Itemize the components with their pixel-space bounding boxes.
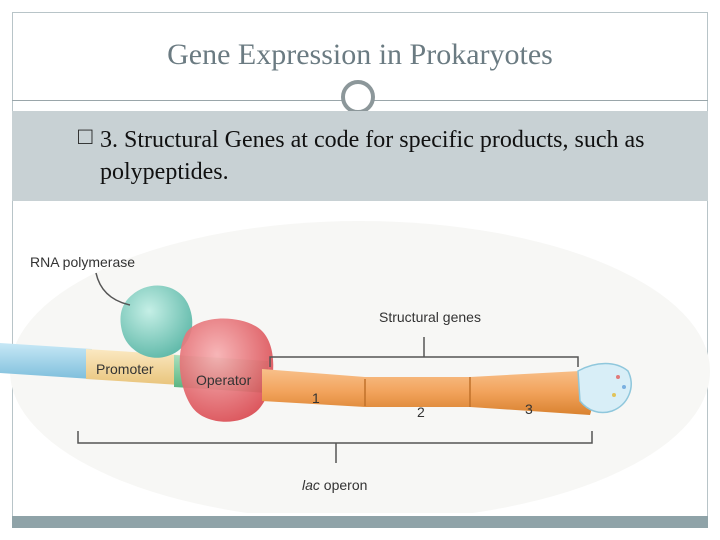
nucleotide-dot	[616, 375, 620, 379]
label-lac-operon: lac operon	[302, 477, 367, 493]
label-promoter: Promoter	[96, 361, 154, 377]
divider-ring-icon	[341, 80, 375, 114]
structural-genes-tube	[262, 369, 600, 415]
bullet-band	[12, 111, 708, 201]
label-operon: operon	[320, 477, 367, 493]
promoter-region	[86, 349, 180, 385]
lac-operon-bracket	[77, 431, 593, 444]
footer-bar	[12, 516, 708, 528]
dna-strand	[0, 343, 92, 379]
lac-operon-diagram: RNA polymerase Promoter Operator Structu…	[0, 221, 710, 513]
gene-number-2: 2	[417, 404, 425, 420]
nucleotide-dot	[622, 385, 626, 389]
label-structural-genes: Structural genes	[379, 309, 481, 325]
diagram-background	[10, 221, 710, 513]
label-operator: Operator	[196, 372, 252, 388]
polymerase-pointer	[95, 272, 131, 306]
label-rna-polymerase: RNA polymerase	[30, 254, 135, 270]
repressor-protein-shape	[179, 318, 274, 422]
bullet-text: 3. Structural Genes at code for specific…	[100, 127, 645, 185]
label-lac-italic: lac	[302, 477, 320, 493]
gene-number-1: 1	[312, 390, 320, 406]
gene-number-3: 3	[525, 401, 533, 417]
slide-title: Gene Expression in Prokaryotes	[167, 38, 553, 71]
rna-polymerase-shape	[120, 285, 193, 358]
bullet-icon: □	[78, 124, 93, 150]
nucleotide-dot	[612, 393, 616, 397]
